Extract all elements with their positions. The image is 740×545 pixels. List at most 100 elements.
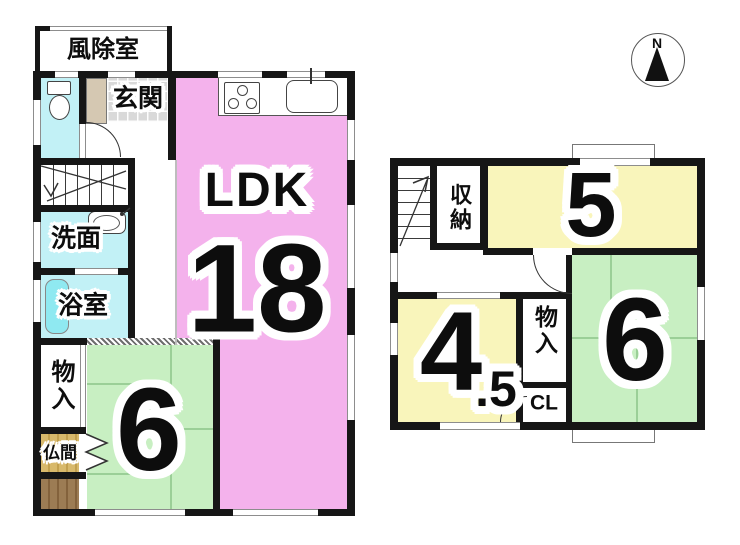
window: [287, 71, 325, 78]
corridor-edge-line: [175, 160, 177, 345]
tatami-line: [610, 255, 612, 337]
room-size-ldk: 18: [187, 219, 327, 359]
room-label-altar: 仏間: [43, 443, 77, 463]
room-size-45-frac: .5: [475, 361, 517, 417]
window: [347, 120, 355, 160]
wall: [516, 299, 523, 422]
room-label-bathroom: 浴室: [57, 291, 109, 320]
wall: [430, 166, 437, 250]
window: [440, 422, 520, 430]
entrance-floor: [107, 78, 168, 122]
stair-tread: [398, 238, 430, 240]
tatami-room-2f: [572, 255, 697, 422]
wall: [480, 166, 488, 250]
wall: [33, 427, 86, 434]
wall-outer-top: [33, 71, 355, 78]
stair-tread: [398, 202, 430, 204]
door-opening: [533, 248, 572, 255]
window: [390, 323, 398, 355]
sliding-door-hatch: [87, 338, 213, 345]
window: [33, 280, 41, 322]
wall: [566, 255, 572, 422]
room-size-5: 5: [565, 154, 617, 256]
window: [697, 287, 705, 340]
door-swing-arc: [533, 255, 572, 294]
wall: [33, 158, 135, 165]
wall-outer-bottom: [390, 422, 705, 430]
window: [347, 335, 355, 420]
shoe-cabinet: [86, 78, 107, 124]
stove-burner-icon: [237, 85, 248, 96]
room-size-45-main: 4: [419, 289, 483, 414]
wall: [33, 472, 86, 479]
door-opening: [79, 124, 86, 158]
window: [33, 222, 41, 262]
wall: [430, 243, 488, 250]
window: [390, 253, 398, 282]
wall: [213, 345, 220, 509]
entrance-door[interactable]: [108, 71, 135, 78]
room45: [398, 299, 516, 422]
room-label-storage-1f: 物入: [47, 359, 74, 413]
wall: [33, 205, 135, 212]
porch-floor: [41, 479, 79, 509]
stove-burner-icon: [228, 98, 239, 109]
stair-tread: [65, 165, 67, 205]
room-label-ldk: LDK: [204, 164, 310, 217]
wall: [128, 158, 135, 345]
tatami-line: [170, 345, 172, 509]
stair-tread: [89, 165, 91, 205]
stair-tread: [398, 190, 430, 192]
window: [55, 71, 78, 78]
stove-burner-icon: [246, 98, 257, 109]
wall: [168, 78, 176, 160]
window: [33, 100, 41, 145]
toilet-tank-icon: [47, 81, 71, 95]
room-label-storage-2f: 物入: [531, 305, 558, 357]
balcony-projection: [572, 429, 655, 443]
ldk-room: [176, 78, 347, 345]
north-arrow-icon: [645, 47, 669, 81]
stair-tread: [398, 178, 430, 180]
tatami-line: [87, 473, 170, 475]
stair-tread: [398, 226, 430, 228]
wall-outer-top: [390, 158, 705, 166]
window: [580, 158, 650, 166]
sliding-door: [437, 292, 500, 299]
stair-tread: [101, 165, 103, 205]
window: [218, 71, 262, 78]
stair-tread: [77, 165, 79, 205]
wall-outer-left: [390, 158, 398, 430]
room-label-washroom: 洗面: [50, 224, 102, 253]
room-size-tatami-2f: 6: [602, 274, 668, 406]
wall-windbreak-left: [35, 26, 40, 78]
window: [347, 205, 355, 288]
wall: [516, 382, 572, 388]
tatami-line: [636, 337, 638, 422]
sliding-door: [75, 268, 118, 275]
compass-north-label: N: [651, 35, 663, 51]
ldk-room-lower: [220, 345, 347, 509]
stair-tread: [53, 165, 55, 205]
room5: [488, 166, 697, 248]
room-label-cl: CL: [530, 391, 558, 415]
wall: [79, 78, 86, 124]
altar-room-floor: [41, 434, 79, 472]
room-label-windbreak: 風除室: [67, 36, 139, 63]
stair-tread: [113, 165, 115, 205]
stair-tread: [398, 214, 430, 216]
kitchen-sink-icon: [286, 80, 338, 113]
window: [233, 509, 318, 516]
tatami-line: [87, 383, 170, 385]
toilet-bowl-icon: [49, 95, 70, 120]
room-size-tatami-1f: 6: [116, 364, 182, 496]
room-label-shuno: 収納: [447, 183, 472, 233]
wall-windbreak-right: [167, 26, 172, 78]
closet-door: [80, 345, 86, 427]
wall-outer-right: [347, 71, 355, 516]
door-swing-arc: [86, 122, 121, 157]
wall-outer-bottom: [33, 509, 355, 516]
window: [95, 509, 185, 516]
window: [50, 26, 167, 31]
